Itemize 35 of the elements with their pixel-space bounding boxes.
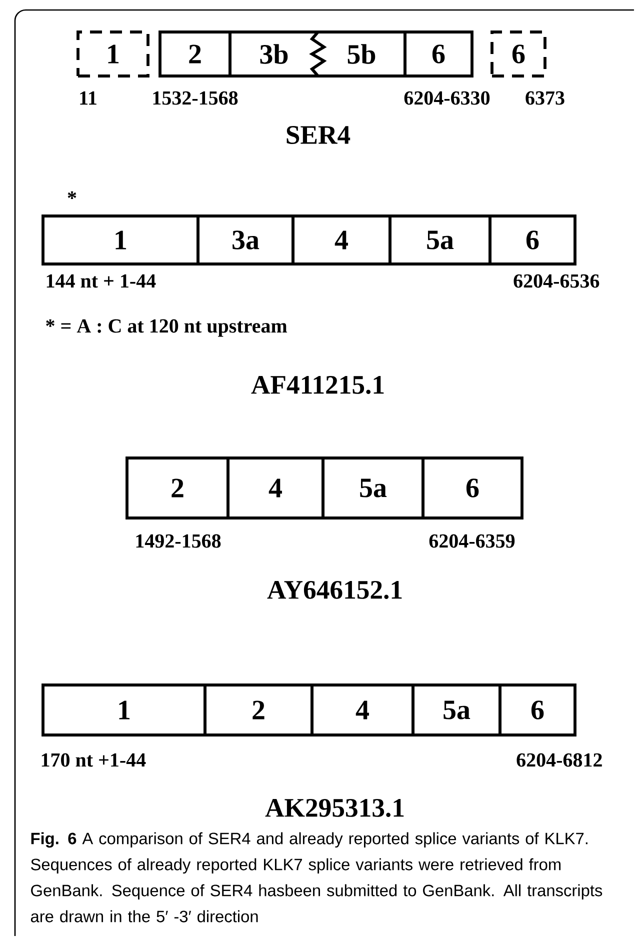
exon-box: 1 (42, 684, 206, 736)
exon-box: 4 (310, 684, 414, 736)
exon-box: 3a (196, 214, 294, 266)
exon-box: 1 (42, 214, 200, 266)
exon-box: 2 (204, 684, 314, 736)
exon-box: 6 (404, 30, 474, 78)
position-label: 6373 (526, 91, 564, 105)
exon-box: 6 (422, 456, 524, 520)
position-label: 144 nt + 1-44 (46, 274, 156, 288)
transcript-title: AY646152.1 (267, 581, 402, 600)
exon-box: 4 (292, 214, 392, 266)
position-label: 1532-1568 (153, 91, 238, 105)
position-label: 1492-1568 (136, 534, 221, 548)
transcript-title: AK295313.1 (265, 799, 404, 818)
exon-box: 2 (158, 30, 232, 78)
caption: Fig. 6 A comparison of SER4 and already reported splice variants of KLK7. Sequences of already reported KLK7 splice variants were retrieved from GenBank. Sequence of SER4 hasbeen submitted to GenBank. All transcripts are drawn in the 5′ -3′ direction (30, 832, 602, 922)
position-label: 6204-6536 (514, 274, 600, 288)
transcript-title: AF411215.1 (251, 376, 384, 394)
exon-box: 5b (318, 30, 406, 78)
exon-box: 6 (488, 214, 576, 266)
exon-box: 6 (490, 30, 546, 78)
exon-box: 6 (498, 684, 576, 736)
exon-box: 2 (126, 456, 230, 520)
exon-box: 4 (226, 456, 324, 520)
exon-box: 5a (388, 214, 492, 266)
exon-box: 5a (412, 684, 502, 736)
position-label: 170 nt +1-44 (42, 753, 146, 767)
exon-box: 5a (322, 456, 424, 520)
transcript-title: SER4 (286, 126, 350, 144)
footnote: * = A : C at 120 nt upstream (46, 319, 288, 337)
exon-box: 3b (228, 30, 318, 78)
position-label: 6204-6330 (404, 91, 490, 105)
position-label: 6204-6359 (429, 534, 515, 548)
position-label: 6204-6812 (516, 753, 602, 767)
exon-box: 1 (76, 30, 150, 78)
